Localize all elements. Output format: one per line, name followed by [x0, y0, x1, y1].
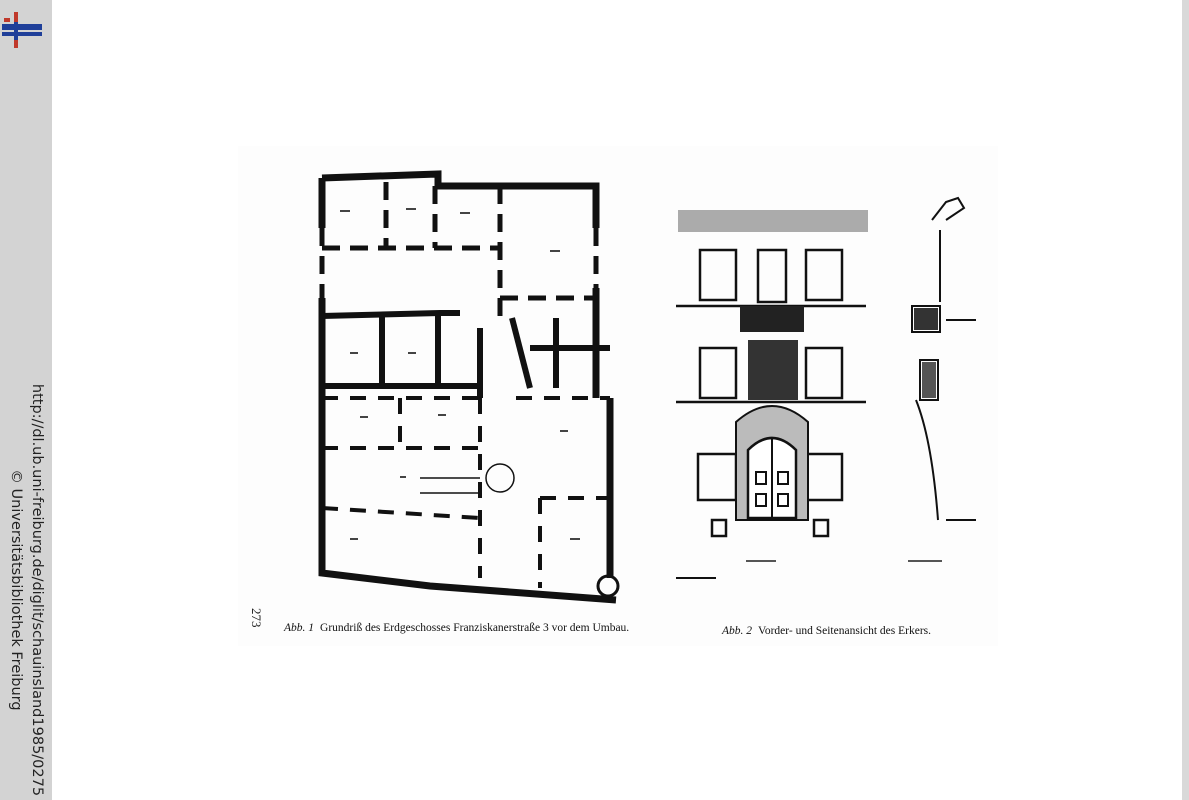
copyright-text: © Universitätsbibliothek Freiburg — [8, 469, 24, 711]
figure-caption-text: Grundriß des Erdgeschosses Franziskaners… — [320, 622, 630, 634]
sidebar: http://dl.ub.uni-freiburg.de/diglit/scha… — [0, 0, 52, 800]
figure-label: Abb. 2 — [722, 625, 753, 637]
figure-caption-2: Abb. 2 Vorder- und Seitenansicht des Erke… — [722, 625, 931, 637]
source-url-link[interactable]: http://dl.ub.uni-freiburg.de/diglit/scha… — [29, 383, 45, 797]
figure-caption-text: Vorder- und Seitenansicht des Erkers. — [758, 625, 932, 637]
facade-elevation-drawing — [676, 196, 976, 579]
scrollbar[interactable] — [1182, 0, 1189, 800]
library-logo-icon — [2, 12, 42, 48]
page-number: 273 — [249, 608, 264, 628]
sidebar-credit: http://dl.ub.uni-freiburg.de/diglit/scha… — [5, 384, 47, 796]
figure-caption-1: Abb. 1 Grundriß des Erdgeschosses Franzis… — [284, 622, 629, 634]
floor-plan-drawing — [318, 170, 620, 604]
figure-label: Abb. 1 — [284, 622, 315, 634]
